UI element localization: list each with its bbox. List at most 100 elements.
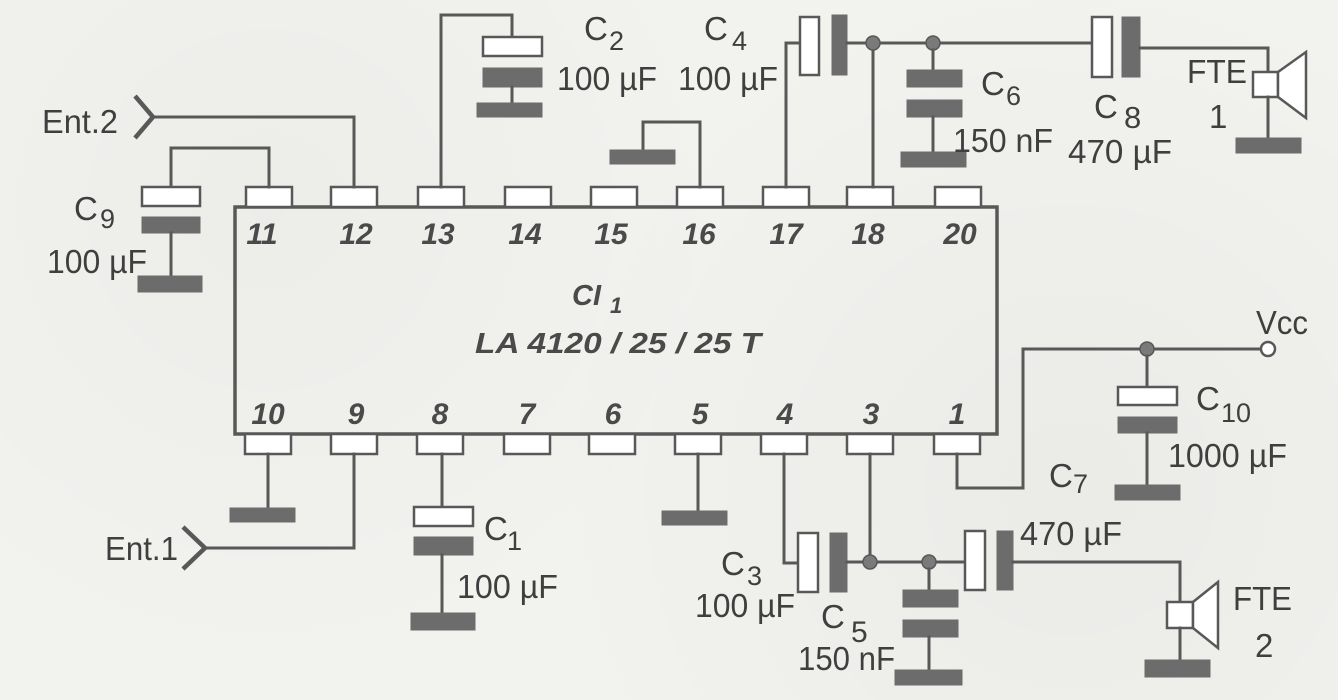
capacitor-plate-negative <box>1117 416 1178 434</box>
pin-number: 15 <box>594 218 629 251</box>
capacitor-plate-negative <box>413 536 474 556</box>
capacitor-plate-negative <box>829 532 848 593</box>
capacitor-c8-letter: C <box>1094 88 1118 125</box>
capacitor-plate-positive <box>1090 15 1114 79</box>
output-bus-1 <box>845 35 1094 189</box>
output-bus-2 <box>845 452 967 570</box>
capacitor-c6: C 6 150 nF <box>900 48 1053 168</box>
pin-number: 5 <box>692 398 710 431</box>
ground-symbol <box>894 669 963 686</box>
capacitor-c10-index: 10 <box>1221 398 1251 428</box>
input-ent1: Ent.1 <box>105 452 356 571</box>
ic-pin-8 <box>415 432 465 456</box>
pin-number: 9 <box>348 398 365 431</box>
wire <box>641 120 702 189</box>
capacitor-c6-letter: C <box>981 65 1005 102</box>
capacitor-plate <box>906 99 963 118</box>
speaker-magnet <box>1165 600 1195 630</box>
capacitor-c6-value: 150 nF <box>953 122 1053 159</box>
ic-pin-6 <box>587 432 637 456</box>
capacitor-c9: C 9 100 µF <box>47 146 271 293</box>
speaker-icon <box>1165 579 1220 651</box>
capacitor-c2-index: 2 <box>609 26 624 56</box>
capacitor-plate-positive <box>1116 385 1179 407</box>
pin10-ground <box>229 452 296 523</box>
wire <box>955 347 1263 490</box>
ic-pin-9 <box>329 432 379 456</box>
pin-number: 17 <box>769 218 804 251</box>
speaker-fte1-index: 1 <box>1209 98 1227 135</box>
pin-number: 3 <box>863 398 880 431</box>
capacitor-plate-positive <box>140 185 202 208</box>
vcc-terminal-icon <box>1259 340 1277 358</box>
ic-pin-11 <box>244 185 294 209</box>
capacitor-c1-value: 100 µF <box>457 568 558 605</box>
capacitor-c4-value: 100 µF <box>678 60 778 97</box>
supply-vcc: Vcc <box>955 304 1308 490</box>
capacitor-c10-letter: C <box>1196 380 1220 417</box>
capacitor-plate <box>902 589 959 608</box>
ic-part-number: LA 4120 / 25 / 25 T <box>475 328 764 360</box>
capacitor-plate-positive <box>412 505 475 528</box>
ic-pin-13 <box>416 185 466 209</box>
capacitor-c8-index: 8 <box>1124 100 1141 135</box>
input-ent2: Ent.2 <box>42 94 356 189</box>
capacitor-c1-letter: C <box>484 510 508 547</box>
pin5-ground <box>661 452 728 526</box>
capacitor-plate-positive <box>963 529 987 592</box>
capacitor-c8-value: 470 µF <box>1068 133 1172 170</box>
input-arrow-icon <box>133 94 156 140</box>
capacitor-c5: C 5 150 nF <box>798 567 963 686</box>
capacitor-plate-positive <box>481 35 544 58</box>
ic-pin-18 <box>845 185 895 209</box>
wire <box>784 41 802 189</box>
ic-pin-17 <box>761 185 811 209</box>
ground-symbol <box>1235 137 1302 154</box>
ic-pin-3 <box>845 432 895 456</box>
capacitor-c5-value: 150 nF <box>798 640 895 677</box>
pin-number: 8 <box>432 398 449 431</box>
wire <box>169 146 271 189</box>
capacitor-c1-index: 1 <box>507 526 522 556</box>
speaker-cone <box>1276 49 1308 121</box>
ic-pin-5 <box>673 432 723 456</box>
pin-number: 7 <box>519 398 537 431</box>
wire <box>1011 560 1182 604</box>
ic-pin-10 <box>243 432 293 456</box>
speaker-magnet <box>1251 70 1280 99</box>
junction-dot <box>865 35 881 51</box>
capacitor-c10-value: 1000 µF <box>1168 437 1287 474</box>
capacitor-c10: C 10 1000 µF <box>1114 354 1287 501</box>
pin-number: 16 <box>682 218 716 251</box>
ground-symbol <box>1114 484 1181 501</box>
ground-symbol <box>137 275 203 293</box>
ic-bottom-pins <box>243 432 982 456</box>
junction-dot <box>921 554 937 570</box>
capacitor-c7-letter: C <box>1049 457 1073 494</box>
speaker-fte2-index: 2 <box>1255 627 1273 664</box>
pin-number: 11 <box>246 218 277 251</box>
capacitor-plate <box>906 69 963 88</box>
vcc-label: Vcc <box>1256 304 1308 341</box>
capacitor-plate-negative <box>996 530 1014 591</box>
input-ent2-label: Ent.2 <box>42 103 118 140</box>
ground-symbol <box>229 507 296 523</box>
ground-symbol <box>900 151 967 168</box>
speaker-fte1-label: FTE <box>1187 53 1247 90</box>
ic-pin-7 <box>502 432 552 456</box>
capacitor-c5-index: 5 <box>851 616 868 649</box>
ic-pin-15 <box>589 185 639 209</box>
pin16-ground <box>609 120 702 189</box>
capacitor-c4: C 4 100 µF <box>678 10 848 189</box>
ground-symbol <box>476 102 543 118</box>
speaker-fte2-label: FTE <box>1233 580 1292 617</box>
ground-symbol <box>609 149 676 165</box>
ic-designator: CI <box>572 280 602 312</box>
capacitor-c1: C 1 100 µF <box>410 452 558 631</box>
capacitor-c2: C 2 100 µF <box>439 10 657 189</box>
capacitor-c9-index: 9 <box>100 204 115 234</box>
capacitor-c4-index: 4 <box>732 26 747 56</box>
capacitor-c3-value: 100 µF <box>695 587 795 624</box>
wire <box>1138 46 1270 74</box>
